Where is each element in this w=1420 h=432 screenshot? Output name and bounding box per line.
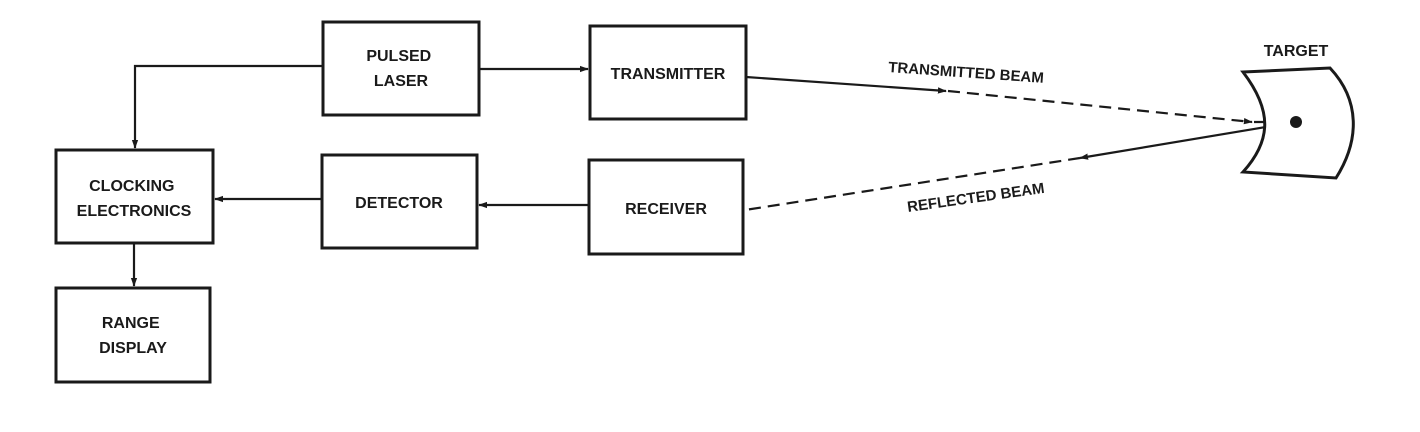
target: TARGET xyxy=(1239,43,1355,180)
transmitted-beam-label: TRANSMITTED BEAM xyxy=(888,59,1045,87)
reflected-beam-solid xyxy=(1079,120,1297,160)
pulsed-laser-block: PULSED LASER xyxy=(321,20,481,117)
clocking-electronics-label-line-2: ELECTRONICS xyxy=(77,203,192,220)
target-label: TARGET xyxy=(1264,43,1329,60)
clocking-electronics-label: CLOCKING ELECTRONICS xyxy=(77,178,192,220)
receiver-label: RECEIVER xyxy=(625,201,707,218)
pulsed-laser-label: PULSED LASER xyxy=(366,48,435,90)
clocking-electronics-label-line-1: CLOCKING xyxy=(89,178,174,195)
receiver-block: RECEIVER xyxy=(587,158,745,256)
clocking-electronics-block: CLOCKING ELECTRONICS xyxy=(54,148,215,245)
transmitted-beam-solid xyxy=(745,75,947,94)
target-point xyxy=(1290,116,1302,128)
transmitted-beam-dashed xyxy=(947,89,1253,125)
range-display-label: RANGE DISPLAY xyxy=(99,315,167,357)
range-display-block: RANGE DISPLAY xyxy=(54,286,212,384)
laser-to-clocking-arrow xyxy=(131,64,323,149)
transmitter-label: TRANSMITTER xyxy=(611,66,726,83)
pulsed-laser-label-line-2: LASER xyxy=(374,73,429,90)
reflected-beam-label: REFLECTED BEAM xyxy=(906,180,1045,216)
detector-label: DETECTOR xyxy=(355,195,443,212)
detector-block: DETECTOR xyxy=(320,153,479,250)
range-display-label-line-2: DISPLAY xyxy=(99,340,167,357)
transmitter-block: TRANSMITTER xyxy=(588,24,748,121)
range-display-label-line-1: RANGE xyxy=(102,315,160,332)
pulsed-laser-label-line-1: PULSED xyxy=(366,48,431,65)
